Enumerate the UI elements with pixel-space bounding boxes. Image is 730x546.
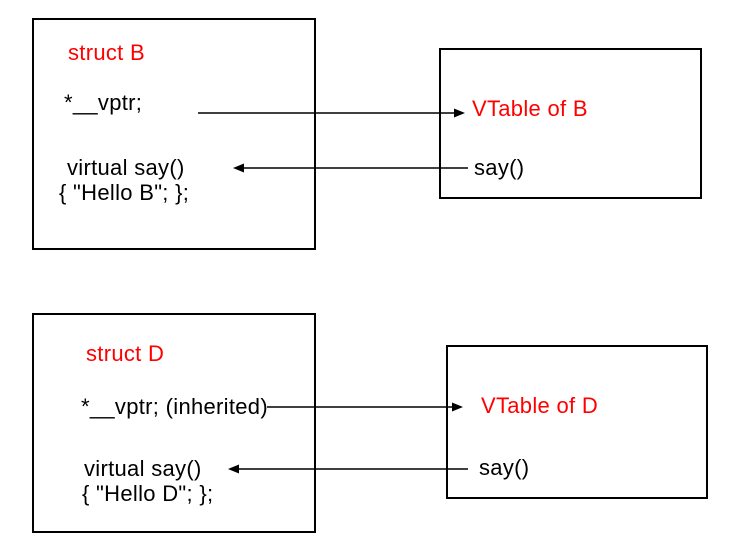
struct-d-box: struct D *__vptr; (inherited) virtual sa…	[32, 313, 316, 533]
struct-b-box: struct B *__vptr; virtual say() { "Hello…	[32, 18, 316, 250]
struct-d-method-line2: { "Hello D"; };	[82, 481, 214, 506]
vtable-d-say-entry: say()	[479, 455, 530, 480]
struct-b-title: struct B	[68, 40, 145, 65]
struct-b-method-line2: { "Hello B"; };	[59, 180, 190, 205]
struct-d-vptr-field: *__vptr; (inherited)	[81, 394, 268, 419]
struct-b-vptr-field: *__vptr;	[64, 90, 143, 115]
vtable-b-box: VTable of B say()	[439, 48, 702, 199]
struct-d-title: struct D	[86, 341, 165, 366]
vtable-d-box: VTable of D say()	[446, 345, 708, 499]
struct-d-method-line1: virtual say()	[84, 456, 202, 481]
struct-b-method-line1: virtual say()	[67, 155, 185, 180]
vtable-b-say-entry: say()	[474, 155, 525, 180]
vtable-d-title: VTable of D	[481, 393, 599, 418]
vtable-b-title: VTable of B	[472, 96, 588, 121]
